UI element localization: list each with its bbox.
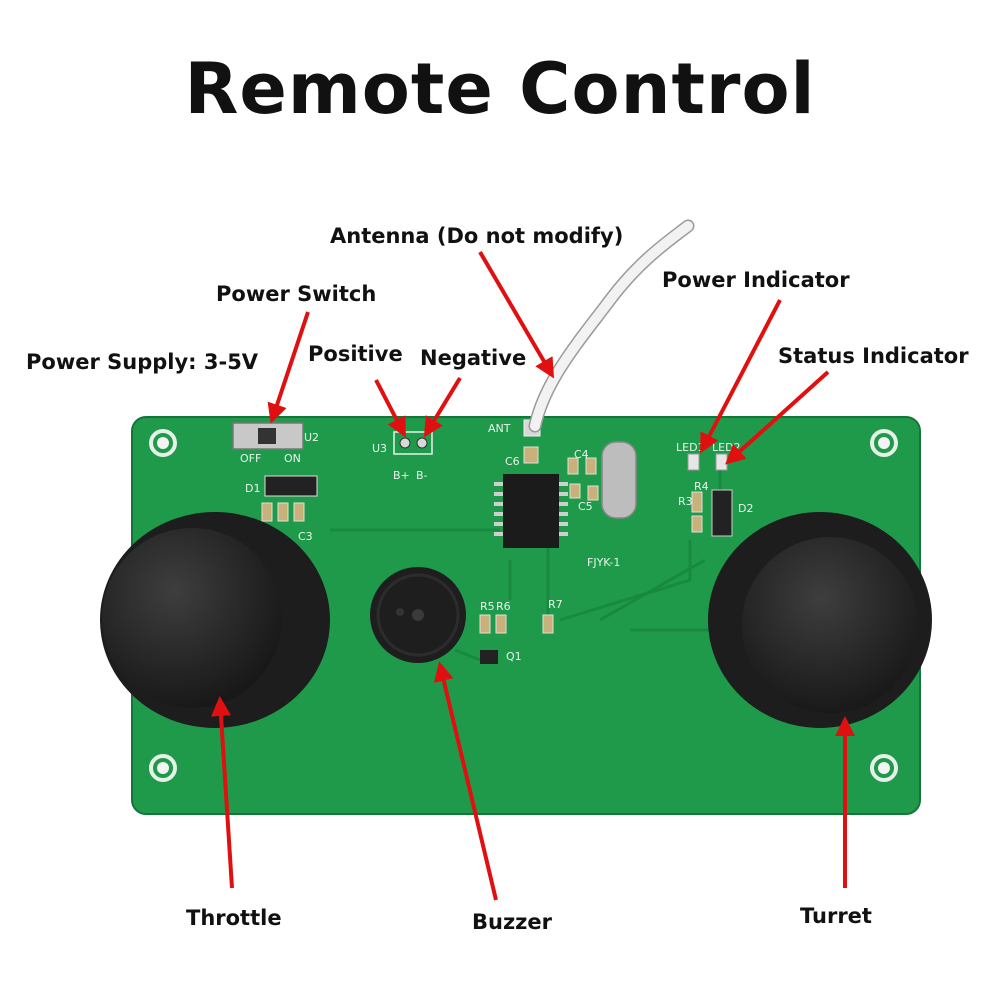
label-throttle: Throttle <box>186 906 282 930</box>
power-switch-component <box>232 422 304 450</box>
label-antenna: Antenna (Do not modify) <box>330 224 624 248</box>
silk-q1: Q1 <box>506 650 522 663</box>
diode-d2 <box>711 489 733 537</box>
power-switch-arrow <box>267 311 310 424</box>
throttle-joystick <box>100 512 330 728</box>
silk-d1: D1 <box>245 482 260 495</box>
buzzer-component <box>370 567 466 663</box>
silk-off: OFF <box>240 452 261 465</box>
silk-ant: ANT <box>488 422 511 435</box>
silk-r4: R4 <box>694 480 709 493</box>
battery-connector <box>393 431 433 455</box>
silk-r3: R3 <box>678 495 693 508</box>
silk-c6: C6 <box>505 455 520 468</box>
callout-arrows <box>211 250 855 901</box>
silk-on: ON <box>284 452 301 465</box>
crystal-oscillator <box>601 441 637 519</box>
turret-joystick <box>708 512 932 728</box>
diode-d1 <box>264 475 318 497</box>
antenna-arrow <box>478 250 555 379</box>
pcb-traces <box>330 470 722 662</box>
label-status-indicator: Status Indicator <box>778 344 969 368</box>
silk-b-minus: B- <box>416 469 428 482</box>
label-power-switch: Power Switch <box>216 282 377 306</box>
silk-fjyk: FJYK-1 <box>587 556 620 569</box>
led1 <box>687 453 700 471</box>
antenna-wire <box>528 219 695 433</box>
silk-c5: C5 <box>578 500 593 513</box>
label-turret: Turret <box>800 904 872 928</box>
buzzer-arrow <box>433 661 498 901</box>
page-title: Remote Control <box>184 48 816 130</box>
label-positive: Positive <box>308 342 403 366</box>
silk-u3: U3 <box>372 442 387 455</box>
silk-c3: C3 <box>298 530 313 543</box>
silk-u2: U2 <box>304 431 319 444</box>
label-power-supply: Power Supply: 3-5V <box>26 350 259 374</box>
mounting-holes <box>149 429 898 782</box>
silk-led1: LED1 <box>676 441 705 454</box>
led2 <box>715 453 728 471</box>
silk-r5: R5 <box>480 600 495 613</box>
silk-b-plus: B+ <box>393 469 410 482</box>
smd-capacitors-center <box>567 457 599 501</box>
label-buzzer: Buzzer <box>472 910 553 934</box>
status-indicator-arrow <box>725 370 830 465</box>
main-ic-chip <box>494 474 568 548</box>
positive-arrow <box>374 379 406 438</box>
silk-r6: R6 <box>496 600 511 613</box>
smd-capacitors-left <box>261 502 305 522</box>
label-power-indicator: Power Indicator <box>662 268 850 292</box>
throttle-arrow <box>211 696 234 889</box>
silk-c4: C4 <box>574 448 589 461</box>
silk-d2: D2 <box>738 502 753 515</box>
silk-r7: R7 <box>548 598 563 611</box>
power-indicator-arrow <box>700 299 782 454</box>
label-negative: Negative <box>420 346 527 370</box>
transistor-q1 <box>480 650 498 664</box>
negative-arrow <box>423 376 462 438</box>
